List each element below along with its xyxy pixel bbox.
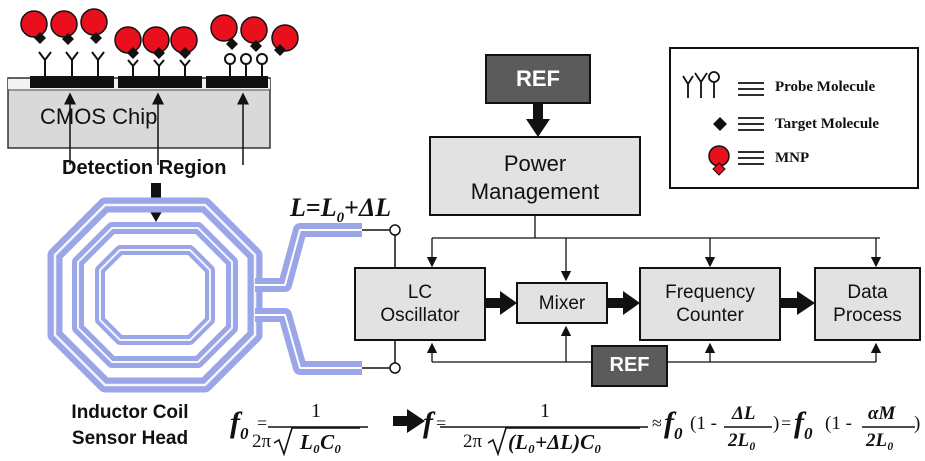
formula-close1: ) bbox=[773, 413, 780, 434]
cmos-chip-label: CMOS Chip bbox=[40, 104, 158, 129]
inductance-subscript: 0 bbox=[336, 210, 345, 227]
ref-bottom-block bbox=[591, 345, 668, 387]
coil-caption: Inductor Coil Sensor Head bbox=[55, 400, 205, 452]
formula-eq2: = bbox=[436, 413, 447, 433]
power-bus bbox=[426, 215, 882, 282]
formula-paren2: (1 - bbox=[825, 413, 852, 434]
data-line1: Data bbox=[847, 282, 888, 303]
legend-probe-icon bbox=[682, 71, 764, 98]
data-process-block bbox=[814, 267, 921, 341]
formula-approx: ≈ bbox=[652, 413, 662, 433]
formula-l0c0: L₀C₀ bbox=[300, 430, 342, 454]
formula-2pi-1: 2π bbox=[252, 431, 272, 452]
lc-oscillator-label: LC Oscillator bbox=[355, 281, 485, 327]
formula-f: f bbox=[423, 406, 433, 439]
cmos-chip bbox=[7, 76, 271, 149]
formula-f0-sub: 0 bbox=[240, 424, 249, 443]
freq-line1: Frequency bbox=[665, 282, 755, 303]
signal-arrows bbox=[486, 291, 815, 315]
ref-bottom-label: REF bbox=[609, 354, 650, 376]
formula-num1: 1 bbox=[311, 400, 321, 422]
formula-f0b-symbol: f bbox=[664, 406, 674, 439]
formula-f0: f0 bbox=[230, 406, 249, 444]
coil-caption-line2: Sensor Head bbox=[71, 428, 189, 449]
coil-caption-line1: Inductor Coil bbox=[71, 402, 189, 423]
inductance-base: L bbox=[320, 193, 337, 222]
ref-to-power-arrow bbox=[533, 103, 543, 121]
inductance-delta: ΔL bbox=[358, 193, 392, 222]
lc-line2: Oscillator bbox=[380, 305, 460, 326]
formula-f0b-sub: 0 bbox=[674, 424, 683, 443]
inductance-symbol: L bbox=[290, 193, 306, 222]
legend-box bbox=[669, 47, 919, 189]
detection-region-label: Detection Region bbox=[62, 157, 227, 179]
legend-mnp-label: MNP bbox=[775, 150, 810, 166]
data-process-label: Data Process bbox=[815, 281, 920, 327]
formula-2pi-2: 2π bbox=[463, 431, 483, 452]
mixer-label: Mixer bbox=[538, 293, 586, 314]
mixer-block bbox=[516, 282, 608, 324]
lc-oscillator-block bbox=[354, 267, 486, 341]
power-management-label: Power Management bbox=[430, 150, 640, 206]
frequency-counter-label: Frequency Counter bbox=[640, 281, 780, 327]
probe-group-2 bbox=[127, 59, 191, 76]
formula-lines bbox=[268, 426, 915, 457]
lc-line1: LC bbox=[407, 282, 433, 303]
formula-eq3: = bbox=[781, 413, 792, 433]
coil-terminals bbox=[362, 224, 401, 374]
data-line2: Process bbox=[833, 305, 902, 326]
formula-f0c: f0 bbox=[794, 406, 813, 444]
inductance-equation: L=L0+ΔL bbox=[290, 193, 391, 227]
detection-pad-1 bbox=[30, 76, 114, 88]
mnp-group-3 bbox=[210, 14, 299, 56]
mnp-group-1 bbox=[20, 8, 108, 45]
ref-bus bbox=[426, 325, 882, 363]
legend-probe-label: Probe Molecule bbox=[775, 79, 876, 95]
inductance-plus: + bbox=[344, 193, 359, 222]
detection-arrows bbox=[64, 92, 249, 165]
formula-2l0: 2L₀ bbox=[728, 430, 756, 451]
formula-f0c-symbol: f bbox=[794, 406, 804, 439]
formula-num2: 1 bbox=[540, 400, 550, 422]
formula-f0-symbol: f bbox=[230, 406, 240, 439]
probe-group-3 bbox=[224, 53, 268, 76]
ref-top-label: REF bbox=[516, 66, 560, 91]
mnp-group-2 bbox=[114, 26, 198, 59]
probe-group-1 bbox=[38, 51, 105, 76]
legend-target-label: Target Molecule bbox=[775, 116, 879, 132]
frequency-counter-block bbox=[639, 267, 781, 341]
formula-eq1: = bbox=[257, 413, 268, 433]
legend-target-icon bbox=[713, 117, 764, 131]
formula-l0dlc0: (L₀+ΔL)C₀ bbox=[508, 430, 602, 454]
legend-mnp-icon bbox=[708, 145, 764, 176]
formula-arrow bbox=[393, 409, 425, 433]
formula-close2: ) bbox=[914, 413, 921, 434]
ref-top-block bbox=[485, 54, 591, 104]
inductance-equals: = bbox=[305, 193, 321, 222]
power-line2: Management bbox=[470, 179, 600, 204]
formula-dl: ΔL bbox=[732, 403, 756, 424]
formula-paren1: (1 - bbox=[690, 413, 717, 434]
formula-2l0b: 2L₀ bbox=[866, 430, 894, 451]
formula-f0b: f0 bbox=[664, 406, 683, 444]
formula-f0c-sub: 0 bbox=[804, 424, 813, 443]
detection-pad-3 bbox=[206, 76, 268, 88]
detection-pad-2 bbox=[118, 76, 202, 88]
power-management-block bbox=[429, 136, 641, 216]
power-line1: Power bbox=[503, 151, 567, 176]
freq-line2: Counter bbox=[676, 305, 744, 326]
inductor-coil bbox=[47, 197, 362, 393]
formula-am: αM bbox=[868, 403, 896, 424]
